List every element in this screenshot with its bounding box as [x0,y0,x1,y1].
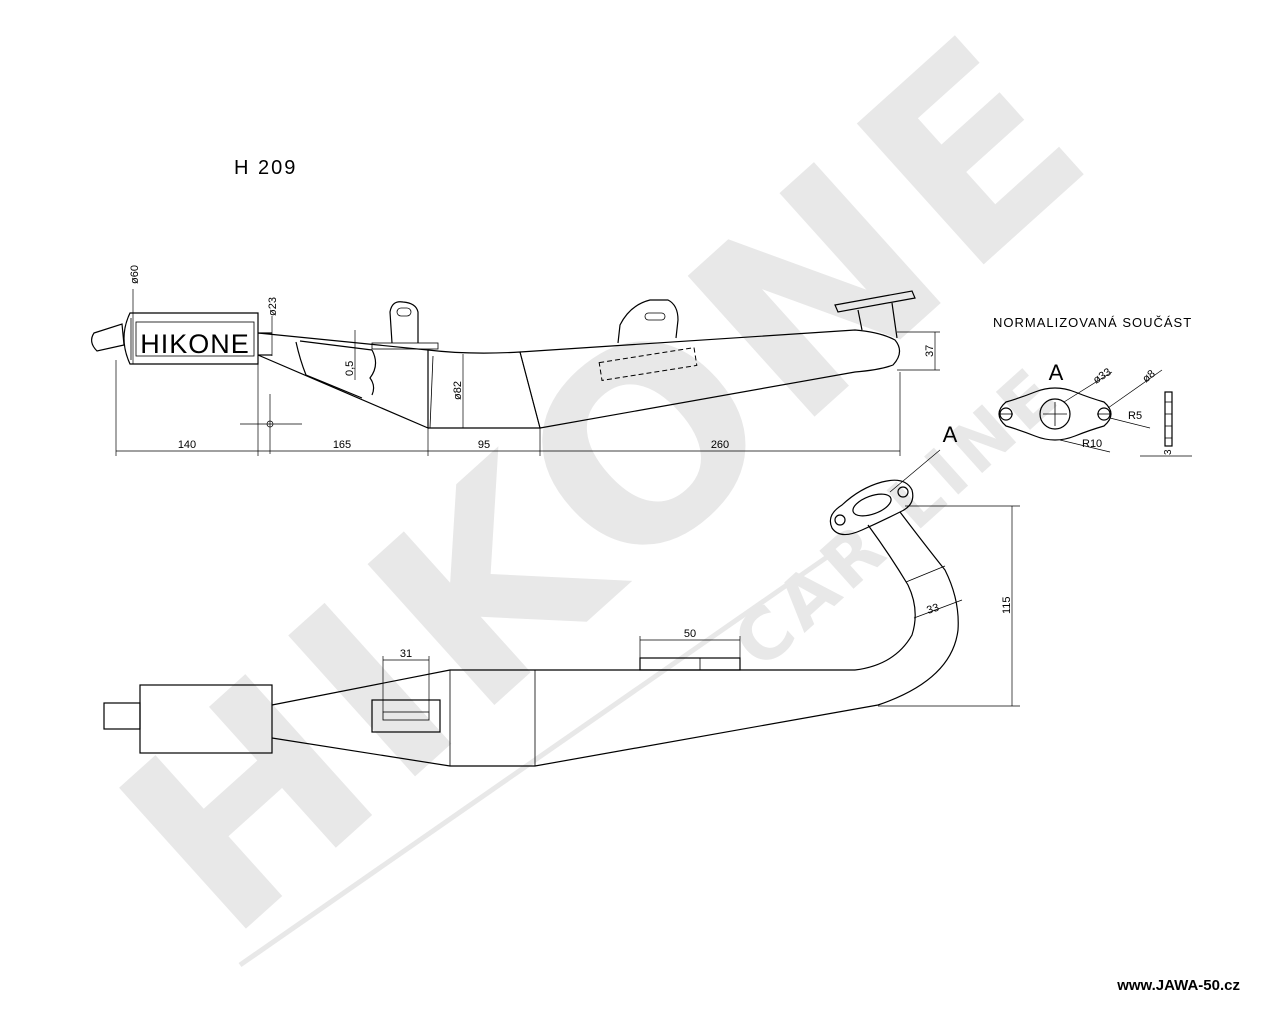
belly-section [427,349,541,429]
center-mark-circle [266,420,274,428]
rear-cone-wall-bottom [305,374,363,399]
dim-flange-dia8: ø8 [1140,368,1158,385]
top-view-label: A [943,422,958,447]
dim-flange-r5-leader [1109,417,1151,429]
top-view: A 33 115 50 31 [103,422,1020,767]
top-flange-bore [852,493,892,517]
top-bracket-31-slot [382,711,430,721]
belly-joint-left [429,355,434,429]
dim-w31: 31 [400,648,412,660]
dim-h115: 115 [1001,596,1013,614]
flange-center-bore [1039,398,1071,430]
outlet-pipe [91,323,125,352]
muffler-brand: HIKONE [140,329,250,359]
front-bracket-hole [644,312,666,321]
header-flange-stub [857,302,898,339]
dim-flange-r10: R10 [1082,438,1102,450]
rear-cone-wall-top [299,340,373,351]
rear-bracket [389,301,419,344]
dim-dia23: ø23 [267,297,279,316]
dim-len165: 165 [333,439,351,451]
side-view: HIKONE ø60 ø23 [91,265,940,456]
dim-flange-dia33: ø33 [1091,366,1113,386]
dim-h37: 37 [924,345,936,357]
belly-joint-right [519,351,541,429]
top-flange-hole-right [897,486,909,498]
rear-bracket-plate [371,342,439,350]
flange-outline [998,387,1112,441]
dim-dia82: ø82 [452,381,464,400]
drawing-title: H 209 [234,157,297,179]
header-flange [834,290,916,313]
dim-flange-dia33-leader [1063,371,1113,403]
dim-len140: 140 [178,439,196,451]
flange-heading: NORMALIZOVANÁ SOUČÁST [993,315,1192,330]
dim-d05: 0,5 [344,361,356,376]
flange-detail: NORMALIZOVANÁ SOUČÁST A ø33 ø8 R5 R10 3 [993,315,1192,457]
rear-cone-break [295,341,377,396]
top-view-arrow [889,449,941,493]
muffler-body [123,312,259,365]
header-pipe [854,511,959,706]
muffler-label-box [135,321,255,357]
top-outlet-pipe [103,702,141,730]
top-bracket-31 [371,699,441,733]
top-flange-hole-left [834,514,846,526]
watermark: HIKONE CAR LINE [68,0,1147,991]
dim-len95: 95 [478,439,490,451]
watermark-brand: HIKONE [68,0,1147,991]
dim-w50: 50 [684,628,696,640]
website-footer: www.JAWA-50.cz [1116,977,1240,994]
dim-len260: 260 [711,439,729,451]
front-bracket [617,299,679,344]
front-cone [519,329,901,429]
dim-flange-r10-leader [1059,439,1111,453]
rear-cone [257,332,429,429]
rear-bracket-hole [396,307,412,317]
side-view-dimensions: ø60 ø23 0,5 ø82 37 140 165 95 26 [115,265,940,456]
header-pipe-joint [905,565,946,583]
dim-dia60: ø60 [129,265,141,284]
front-bracket-hidden-pad [598,347,698,381]
top-bracket-50 [639,657,741,671]
flange-view-label: A [1049,360,1064,385]
dim-w33-line [913,599,963,619]
flange-side-thickness [1164,391,1173,447]
dim-w33: 33 [925,602,940,617]
dim-flange-thickness: 3 [1163,449,1174,455]
dim-flange-dia8-leader [1107,369,1163,409]
dim-flange-r5: R5 [1128,410,1142,422]
